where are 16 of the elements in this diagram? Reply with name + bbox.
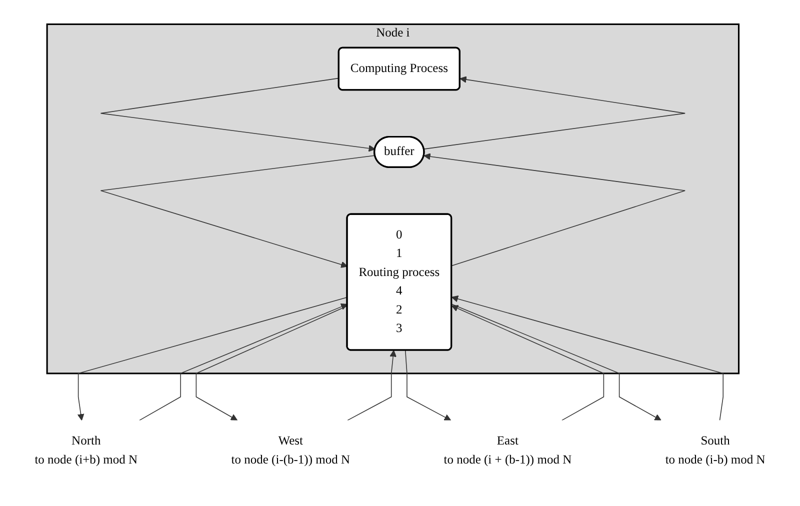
node-text: North to node (i+b) mod N [34, 434, 138, 467]
arrow [77, 297, 348, 421]
arrow [100, 78, 376, 152]
arrow [424, 76, 686, 150]
arrow [451, 304, 662, 421]
node-text: South to node (i-b) mod N [665, 434, 766, 467]
arrow [347, 350, 397, 421]
node-text: West to node (i-(b-1)) mod N [231, 434, 350, 467]
arrow [424, 153, 686, 266]
arrow [451, 296, 724, 421]
arrow [451, 305, 604, 421]
arrow [100, 155, 376, 268]
arrow [404, 350, 452, 421]
cluster [46, 24, 740, 374]
node-text: East to node (i + (b-1)) mod N [444, 434, 572, 467]
arrow [139, 304, 348, 421]
